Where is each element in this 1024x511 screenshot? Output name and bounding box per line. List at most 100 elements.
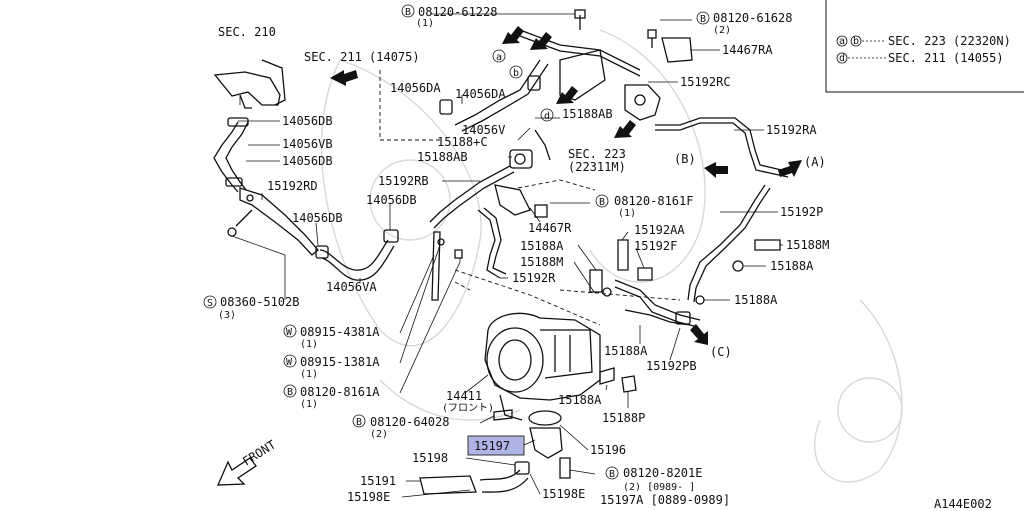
- part-08120-8201E: 08120-8201E: [623, 466, 702, 480]
- part-15188A-2: 15188A: [770, 259, 814, 273]
- part-14056DB-1: 14056DB: [282, 114, 333, 128]
- part-15192RD: 15192RD: [267, 179, 318, 193]
- marker-w-2: W: [286, 357, 293, 368]
- part-14056VB: 14056VB: [282, 137, 333, 151]
- front-label: FRONT: [240, 438, 278, 469]
- part-15198E-1: 15198E: [347, 490, 390, 504]
- part-15192RB: 15192RB: [378, 174, 429, 188]
- part-15192F: 15192F: [634, 239, 677, 253]
- part-14056DB-3: 14056DB: [366, 193, 417, 207]
- diagram-code: A144E002: [934, 497, 992, 511]
- callout-B: (B): [674, 152, 696, 166]
- part-15188A-3: 15188A: [734, 293, 778, 307]
- part-15198: 15198: [412, 451, 448, 465]
- part-labels: 08120-61228 (1) 08120-61628 (2) 14467RA …: [218, 5, 829, 507]
- part-15188A-4: 15188A: [604, 344, 648, 358]
- part-08120-8161F: 08120-8161F: [614, 194, 693, 208]
- arrow-b: [530, 32, 552, 50]
- qty-08120-64028: (2): [370, 429, 388, 440]
- marker-b-2: B: [700, 14, 706, 25]
- callout-b: b: [513, 68, 519, 79]
- qty-08120-8161F: (1): [618, 208, 636, 219]
- part-14411-sub: (フロント): [442, 403, 494, 414]
- legend-b: b: [853, 36, 859, 47]
- part-15198E-2: 15198E: [542, 487, 585, 501]
- part-15197: 15197: [474, 439, 510, 453]
- part-15192AA: 15192AA: [634, 223, 685, 237]
- highlight-15197: [467, 435, 525, 456]
- sec223-label: SEC. 223: [568, 147, 626, 161]
- part-08120-61628: 08120-61628: [713, 11, 792, 25]
- part-15192PB: 15192PB: [646, 359, 697, 373]
- part-14056DB-4: 14056DB: [292, 211, 343, 225]
- legend-d-text: SEC. 211 (14055): [888, 51, 1004, 65]
- arrow-a: [502, 26, 524, 44]
- part-15192P: 15192P: [780, 205, 823, 219]
- marker-w-1: W: [286, 327, 293, 338]
- arrow-sec211: [330, 70, 358, 86]
- dashed-refs: [379, 70, 681, 326]
- sec223-sub-label: (22311M): [568, 160, 626, 174]
- leader-lines: [231, 13, 783, 498]
- arrow-c: [690, 324, 708, 345]
- qty-08360-5102B: (3): [218, 310, 236, 321]
- arrow-a-right: [778, 160, 802, 177]
- qty-08120-61628: (2): [713, 25, 731, 36]
- legend-ab-text: SEC. 223 (22320N): [888, 34, 1011, 48]
- marker-s: S: [207, 298, 213, 309]
- part-14056DA-1: 14056DA: [390, 81, 441, 95]
- arrow-b-right: [704, 162, 728, 178]
- qty-08120-8201E: (2) [0989- ]: [623, 482, 695, 493]
- marker-b-4: B: [287, 387, 293, 398]
- marker-b-6: B: [609, 469, 615, 480]
- qty-08120-61228: (1): [416, 18, 434, 29]
- part-08120-64028: 08120-64028: [370, 415, 449, 429]
- part-14411: 14411: [446, 389, 482, 403]
- sec211-label: SEC. 211 (14075): [304, 50, 420, 64]
- markers: B B B S W W B B B: [203, 4, 710, 480]
- sec210-label: SEC. 210: [218, 25, 276, 39]
- part-15188M-2: 15188M: [786, 238, 829, 252]
- callout-C: (C): [710, 345, 732, 359]
- callouts: a b d (B) (A) (C): [492, 49, 826, 359]
- part-14056V: 14056V: [462, 123, 505, 137]
- part-08120-61228: 08120-61228: [418, 5, 497, 19]
- part-15192RA: 15192RA: [766, 123, 817, 137]
- callout-a: a: [496, 52, 502, 63]
- arrow-d: [556, 86, 578, 104]
- arrow-sec223: [614, 120, 636, 138]
- callout-d: d: [544, 111, 550, 122]
- part-15196: 15196: [590, 443, 626, 457]
- part-08915-1381A: 08915-1381A: [300, 355, 380, 369]
- qty-08915-4381A: (1): [300, 339, 318, 350]
- front-indicator: FRONT: [216, 438, 278, 486]
- marker-b-5: B: [356, 417, 362, 428]
- part-15188A-5: 15188A: [558, 393, 602, 407]
- legend-d: d: [839, 53, 845, 64]
- part-15188M-1: 15188M: [520, 255, 563, 269]
- part-14467RA: 14467RA: [722, 43, 773, 57]
- part-14467R: 14467R: [528, 221, 572, 235]
- part-08915-4381A: 08915-4381A: [300, 325, 380, 339]
- part-15192RC: 15192RC: [680, 75, 731, 89]
- callout-A: (A): [804, 155, 826, 169]
- part-14056DB-2: 14056DB: [282, 154, 333, 168]
- part-15197A: 15197A [0889-0989]: [600, 493, 730, 507]
- qty-08915-1381A: (1): [300, 369, 318, 380]
- qty-08120-8161A: (1): [300, 399, 318, 410]
- part-08360-5102B: 08360-5102B: [220, 295, 299, 309]
- part-15191: 15191: [360, 474, 396, 488]
- marker-b-1: B: [405, 7, 411, 18]
- part-15188A-1: 15188A: [520, 239, 564, 253]
- part-15188AB-2: 15188AB: [417, 150, 468, 164]
- watermark: [320, 29, 903, 483]
- legend-box: a b SEC. 223 (22320N) d SEC. 211 (14055): [825, 0, 1024, 93]
- legend-a: a: [839, 36, 845, 47]
- part-15188P: 15188P: [602, 411, 645, 425]
- marker-b-3: B: [599, 197, 605, 208]
- part-14056VA: 14056VA: [326, 280, 377, 294]
- part-14056DA-2: 14056DA: [455, 87, 506, 101]
- part-15192R: 15192R: [512, 271, 556, 285]
- direction-arrows: [330, 26, 802, 345]
